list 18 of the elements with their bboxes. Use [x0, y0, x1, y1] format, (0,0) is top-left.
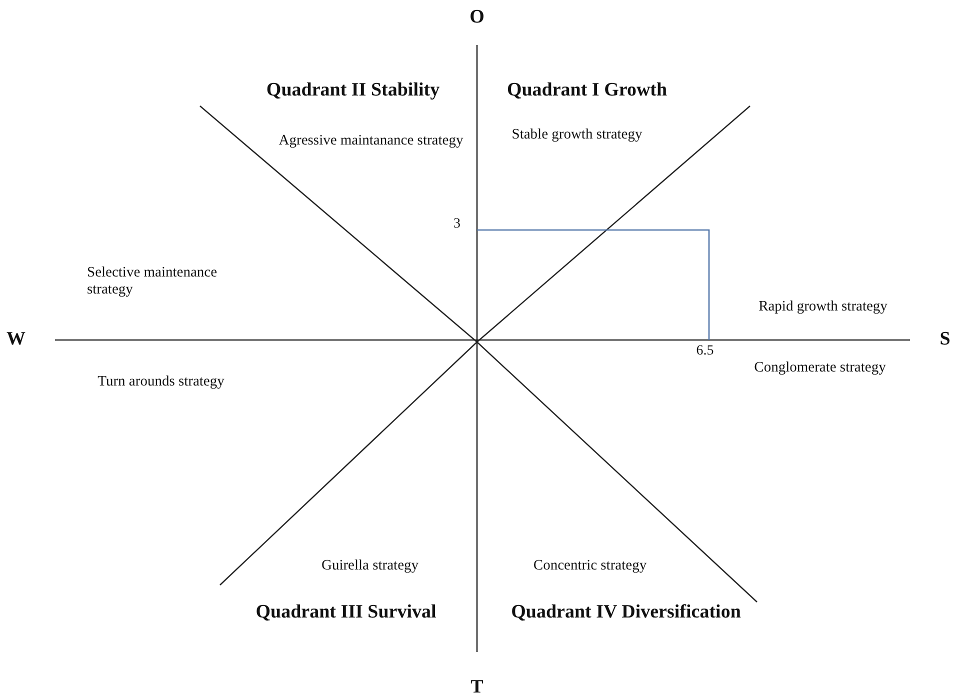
strategy-label: Selective maintenance strategy — [87, 264, 218, 300]
axis-label: T — [470, 676, 484, 700]
value-label: 3 — [454, 216, 460, 234]
quadrant-heading: Quadrant IV Diversification — [511, 602, 741, 624]
quadrant-heading: Quadrant I Growth — [506, 80, 668, 102]
strategy-label: Rapid growth strategy — [758, 298, 888, 316]
strategy-label: Guirella strategy — [321, 557, 419, 575]
quadrant-heading: Quadrant II Stability — [266, 80, 440, 102]
axis-label: O — [470, 6, 484, 30]
strategy-label: Agressive maintanance strategy — [278, 132, 464, 150]
strategy-label: Concentric strategy — [533, 557, 647, 575]
axis-label: S — [940, 328, 950, 352]
quadrant-heading: Quadrant III Survival — [256, 602, 436, 624]
strategy-label: Stable growth strategy — [512, 126, 642, 144]
value-label: 6.5 — [696, 344, 714, 360]
axis-label: W — [6, 328, 26, 352]
strategy-label: Turn arounds strategy — [98, 373, 224, 391]
strategy-label: Conglomerate strategy — [754, 359, 886, 377]
